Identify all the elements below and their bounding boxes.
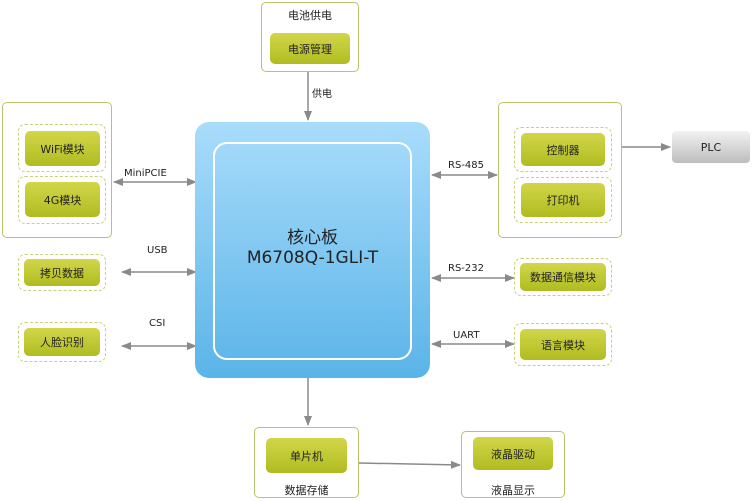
power-module[interactable]: 电源管理 [270, 33, 350, 64]
rs485-label: RS-485 [448, 160, 484, 171]
core-inner-frame [213, 142, 412, 360]
storage-caption: 数据存储 [284, 484, 329, 497]
power-label: 供电 [312, 89, 332, 100]
copy-module[interactable]: 拷贝数据 [24, 259, 100, 286]
comm-module[interactable]: 数据通信模块 [520, 263, 606, 291]
power-caption: 电池供电 [288, 9, 332, 22]
controller-module[interactable]: 控制器 [521, 133, 605, 166]
printer-module[interactable]: 打印机 [521, 183, 605, 217]
minipcie-label: MiniPCIE [124, 168, 167, 179]
lcd-driver-module[interactable]: 液晶驱动 [473, 437, 553, 470]
rs232-label: RS-232 [448, 263, 484, 274]
core-label: 核心板 M6708Q-1GLI-T [213, 228, 412, 268]
usb-label: USB [147, 245, 168, 256]
4g-module[interactable]: 4G模块 [25, 182, 100, 217]
plc-box[interactable]: PLC [672, 131, 750, 163]
voice-module[interactable]: 语言模块 [520, 329, 606, 360]
mcu-lcd-arrow [358, 460, 461, 469]
mcu-module[interactable]: 单片机 [266, 438, 347, 473]
face-module[interactable]: 人脸识别 [24, 328, 100, 356]
csi-label: CSI [149, 318, 166, 329]
core-model: M6708Q-1GLI-T [246, 248, 379, 268]
wifi-module[interactable]: WiFi模块 [25, 131, 100, 166]
lcd-caption: 液晶显示 [491, 484, 535, 497]
core-board[interactable] [195, 122, 430, 378]
uart-label: UART [453, 330, 480, 341]
core-title: 核心板 [287, 228, 338, 248]
